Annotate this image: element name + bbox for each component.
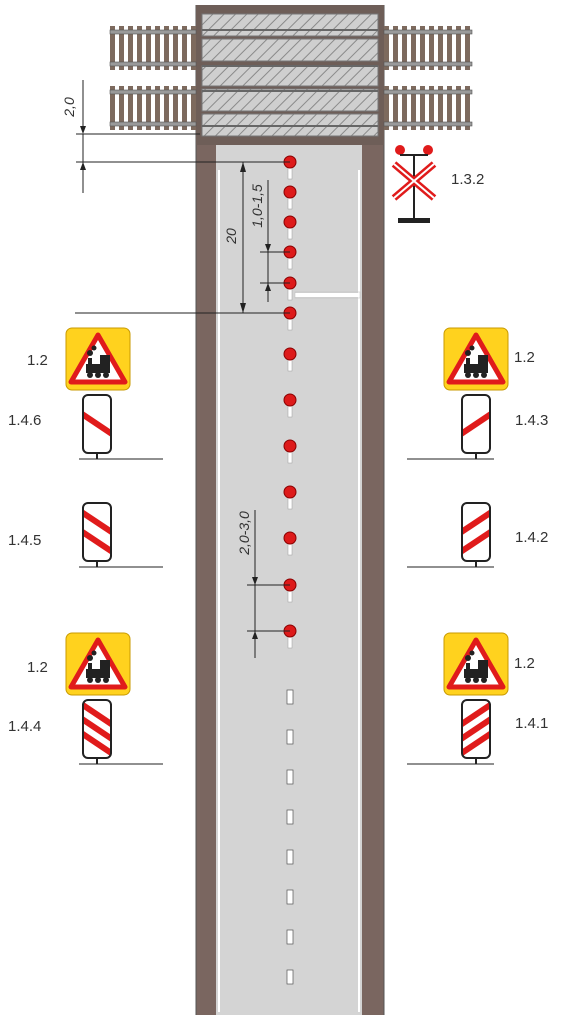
marker-post (287, 287, 293, 301)
marker-post (287, 196, 293, 210)
label-beacon-right-3: 1.4.3 (515, 412, 548, 429)
label-beacon-left-2: 1.4.5 (8, 532, 41, 549)
label-beacon-left-3: 1.4.6 (8, 412, 41, 429)
marker-post (287, 589, 293, 603)
label-warning-left-bottom: 1.2 (27, 659, 48, 676)
lane-dash (286, 929, 294, 945)
crossing-deck-panel (201, 13, 379, 37)
lane-dash (286, 809, 294, 825)
rail-track-segment (383, 26, 473, 70)
railway-tracks (109, 5, 473, 145)
marker-post (287, 317, 293, 331)
dim-approach-length: 20 (223, 228, 239, 245)
diagonal-stripe-beacon-icon (407, 502, 494, 568)
label-beacon-left-1: 1.4.4 (8, 718, 41, 735)
marker-post (287, 542, 293, 556)
dim-stop-offset: 2,0 (61, 97, 77, 118)
dim-far-spacing: 2,0-3,0 (236, 511, 252, 556)
marker-post (287, 256, 293, 270)
diagonal-stripe-beacon-icon (407, 699, 494, 765)
road-shoulder-left (196, 5, 216, 1015)
crossing-deck-panel (201, 88, 379, 112)
red-road-marker (283, 485, 297, 499)
road-shoulder-right (362, 5, 384, 1015)
roadside-signs (65, 327, 509, 765)
diagonal-stripe-beacon-icon (407, 394, 494, 460)
lane-dash (286, 969, 294, 985)
red-road-marker (283, 531, 297, 545)
marker-post (287, 404, 293, 418)
lane-dash (286, 769, 294, 785)
red-road-marker (283, 439, 297, 453)
lane-dash (286, 889, 294, 905)
locomotive-warning-sign-icon (443, 632, 509, 696)
locomotive-warning-sign-icon (65, 327, 131, 391)
lane-dash (286, 849, 294, 865)
locomotive-warning-sign-icon (443, 327, 509, 391)
rail-track-segment (109, 86, 197, 130)
label-warning-left-top: 1.2 (27, 352, 48, 369)
marker-post (287, 166, 293, 180)
diagonal-stripe-beacon-icon (79, 502, 163, 568)
diagonal-stripe-beacon-icon (79, 699, 163, 765)
rail-track-segment (383, 86, 473, 130)
diagonal-stripe-beacon-icon (79, 394, 163, 460)
red-road-marker (283, 185, 297, 199)
marker-post (287, 358, 293, 372)
crossing-deck-panel (201, 65, 379, 87)
label-beacon-right-2: 1.4.2 (515, 529, 548, 546)
stop-line-outline (294, 291, 361, 299)
dimension-lines (75, 80, 290, 658)
crossing-deck-panel (201, 38, 379, 62)
lane-dash (286, 729, 294, 745)
red-road-marker (283, 215, 297, 229)
lane-dash (286, 689, 294, 705)
marker-post (287, 635, 293, 649)
st-andrews-cross-signal-icon (391, 145, 437, 223)
rail-track-segment (109, 26, 197, 70)
label-warning-right-bottom: 1.2 (514, 655, 535, 672)
label-crossing-signal: 1.3.2 (451, 171, 484, 188)
marker-post (287, 496, 293, 510)
label-warning-right-top: 1.2 (514, 349, 535, 366)
marker-post (287, 450, 293, 464)
dim-near-spacing: 1,0-1,5 (249, 184, 265, 228)
locomotive-warning-sign-icon (65, 632, 131, 696)
marker-post (287, 226, 293, 240)
label-beacon-right-1: 1.4.1 (515, 715, 548, 732)
red-road-marker (283, 347, 297, 361)
red-road-marker (283, 393, 297, 407)
